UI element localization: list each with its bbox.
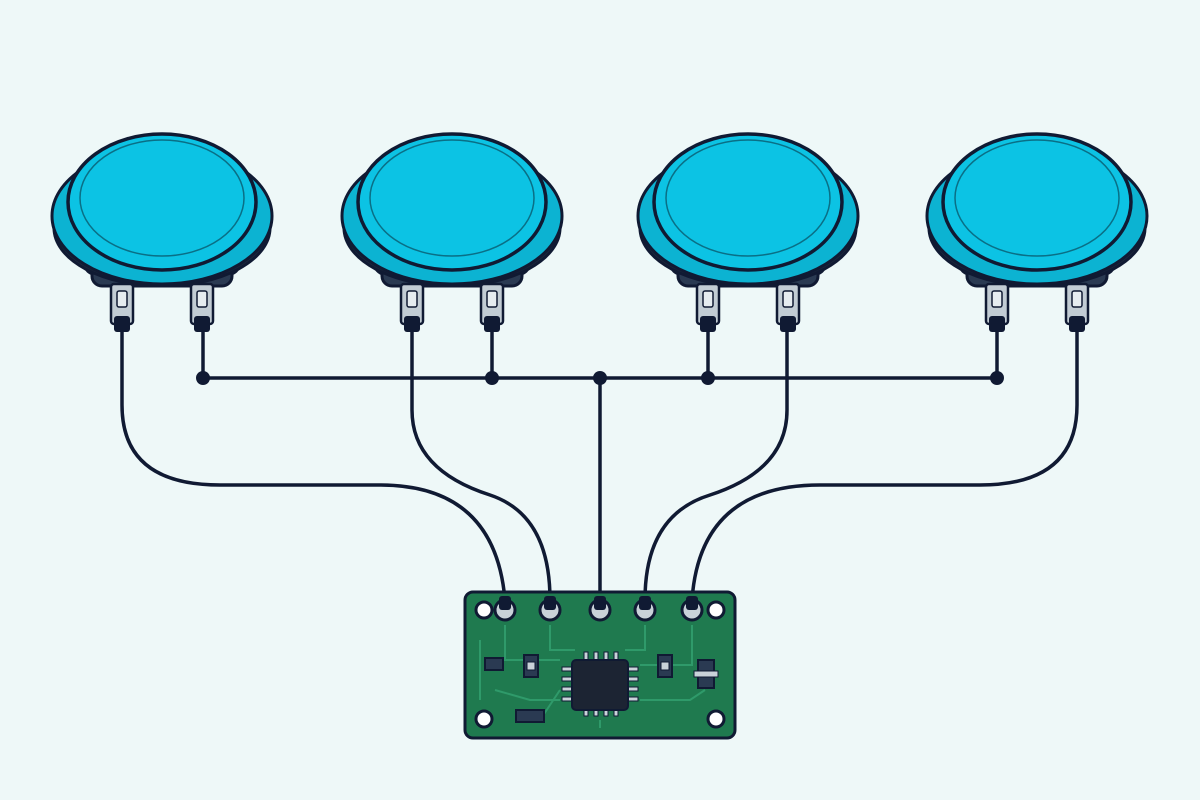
arcade-button-3 <box>636 132 860 334</box>
mounting-holes <box>474 600 726 729</box>
pcb-pads <box>493 596 704 622</box>
signal-wire-4 <box>690 324 1079 602</box>
signal-wire-3 <box>643 324 789 602</box>
junction-dots <box>196 371 1004 385</box>
wires <box>120 324 1079 602</box>
arcade-button-2 <box>340 132 564 334</box>
smd-components <box>484 654 719 723</box>
arcade-button-1 <box>50 132 274 334</box>
ground-bus-wire <box>201 324 999 380</box>
controller-board <box>463 590 737 740</box>
arcade-button-4 <box>925 132 1149 334</box>
signal-wire-1 <box>120 324 507 602</box>
microcontroller-chip <box>561 651 639 717</box>
signal-wire-2 <box>410 324 552 602</box>
